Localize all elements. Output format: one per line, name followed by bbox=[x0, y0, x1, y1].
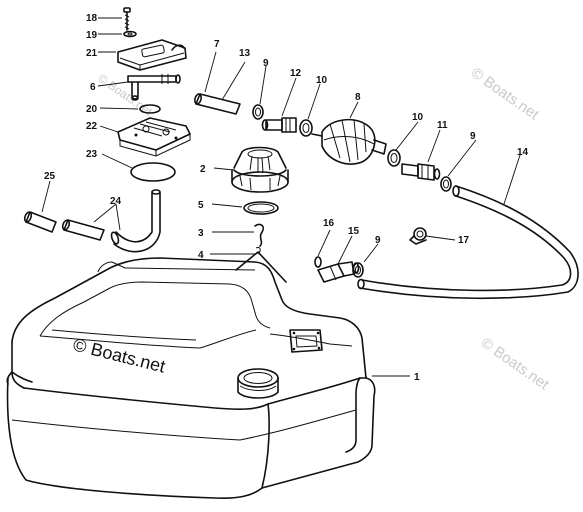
callout-21: 21 bbox=[86, 48, 98, 59]
clamp-9-upper[interactable] bbox=[252, 104, 264, 120]
callout-1: 1 bbox=[414, 372, 420, 383]
watermark-main: © Boats.net bbox=[71, 334, 167, 376]
callout-20: 20 bbox=[86, 104, 98, 115]
callout-4: 4 bbox=[198, 250, 204, 261]
callout-24: 24 bbox=[110, 196, 122, 207]
callout-3: 3 bbox=[198, 228, 204, 239]
cap-gasket-5[interactable] bbox=[243, 201, 279, 215]
fuel-line-hose-14[interactable] bbox=[357, 185, 579, 300]
callout-7: 7 bbox=[214, 39, 220, 50]
pickup-body-22[interactable] bbox=[117, 117, 191, 157]
o-ring-20[interactable] bbox=[139, 104, 161, 114]
retainer-3[interactable] bbox=[254, 223, 265, 247]
callout-10-lower: 10 bbox=[412, 112, 424, 123]
callout-18: 18 bbox=[86, 13, 98, 24]
watermark-bottom-right: © Boats.net bbox=[478, 334, 553, 393]
callout-6: 6 bbox=[90, 82, 96, 93]
connector-12[interactable] bbox=[261, 117, 297, 133]
callout-13: 13 bbox=[239, 48, 251, 59]
callout-15: 15 bbox=[348, 226, 360, 237]
callout-8: 8 bbox=[355, 92, 361, 103]
watermark-left: © Boats.net bbox=[95, 71, 155, 119]
callout-16: 16 bbox=[323, 218, 335, 229]
connector-11[interactable] bbox=[401, 163, 441, 181]
callout-9-right: 9 bbox=[470, 131, 476, 142]
hose-25[interactable] bbox=[23, 211, 57, 233]
callout-17: 17 bbox=[458, 235, 470, 246]
gasket-23[interactable] bbox=[130, 162, 176, 182]
callout-10-upper: 10 bbox=[316, 75, 328, 86]
callout-23: 23 bbox=[86, 149, 98, 160]
callout-2: 2 bbox=[200, 164, 206, 175]
screw-18[interactable] bbox=[123, 7, 131, 31]
callout-11: 11 bbox=[437, 120, 448, 131]
bracket-plate-21[interactable] bbox=[117, 39, 187, 71]
clamp-9-lower[interactable] bbox=[352, 262, 364, 278]
callout-labels: 18 19 21 6 20 22 23 25 24 2 5 3 4 7 13 9… bbox=[44, 13, 529, 383]
clamp-9-right[interactable] bbox=[440, 176, 452, 192]
primer-bulb-8[interactable] bbox=[311, 118, 387, 165]
pickup-tubes-24[interactable] bbox=[61, 189, 161, 253]
callout-12: 12 bbox=[290, 68, 302, 79]
callout-25: 25 bbox=[44, 171, 56, 182]
callout-22: 22 bbox=[86, 121, 98, 132]
tee-fitting-6[interactable] bbox=[127, 74, 181, 101]
o-ring-16[interactable] bbox=[314, 256, 322, 268]
hose-clip-17[interactable] bbox=[409, 227, 427, 245]
washer-19[interactable] bbox=[123, 30, 137, 38]
callout-5: 5 bbox=[198, 200, 204, 211]
callout-9-lower: 9 bbox=[375, 235, 381, 246]
callout-19: 19 bbox=[86, 30, 98, 41]
watermark-top-right: © Boats.net bbox=[468, 64, 543, 123]
leader-lines bbox=[41, 17, 521, 377]
fuel-tank[interactable] bbox=[6, 257, 376, 499]
hose-13[interactable] bbox=[194, 93, 241, 115]
filler-cap-2[interactable] bbox=[231, 146, 289, 193]
clamp-10-upper[interactable] bbox=[299, 119, 313, 137]
callout-14: 14 bbox=[517, 147, 529, 158]
chain-4[interactable] bbox=[235, 247, 287, 283]
clamp-10-lower[interactable] bbox=[387, 149, 401, 167]
callout-9-upper: 9 bbox=[263, 58, 269, 69]
